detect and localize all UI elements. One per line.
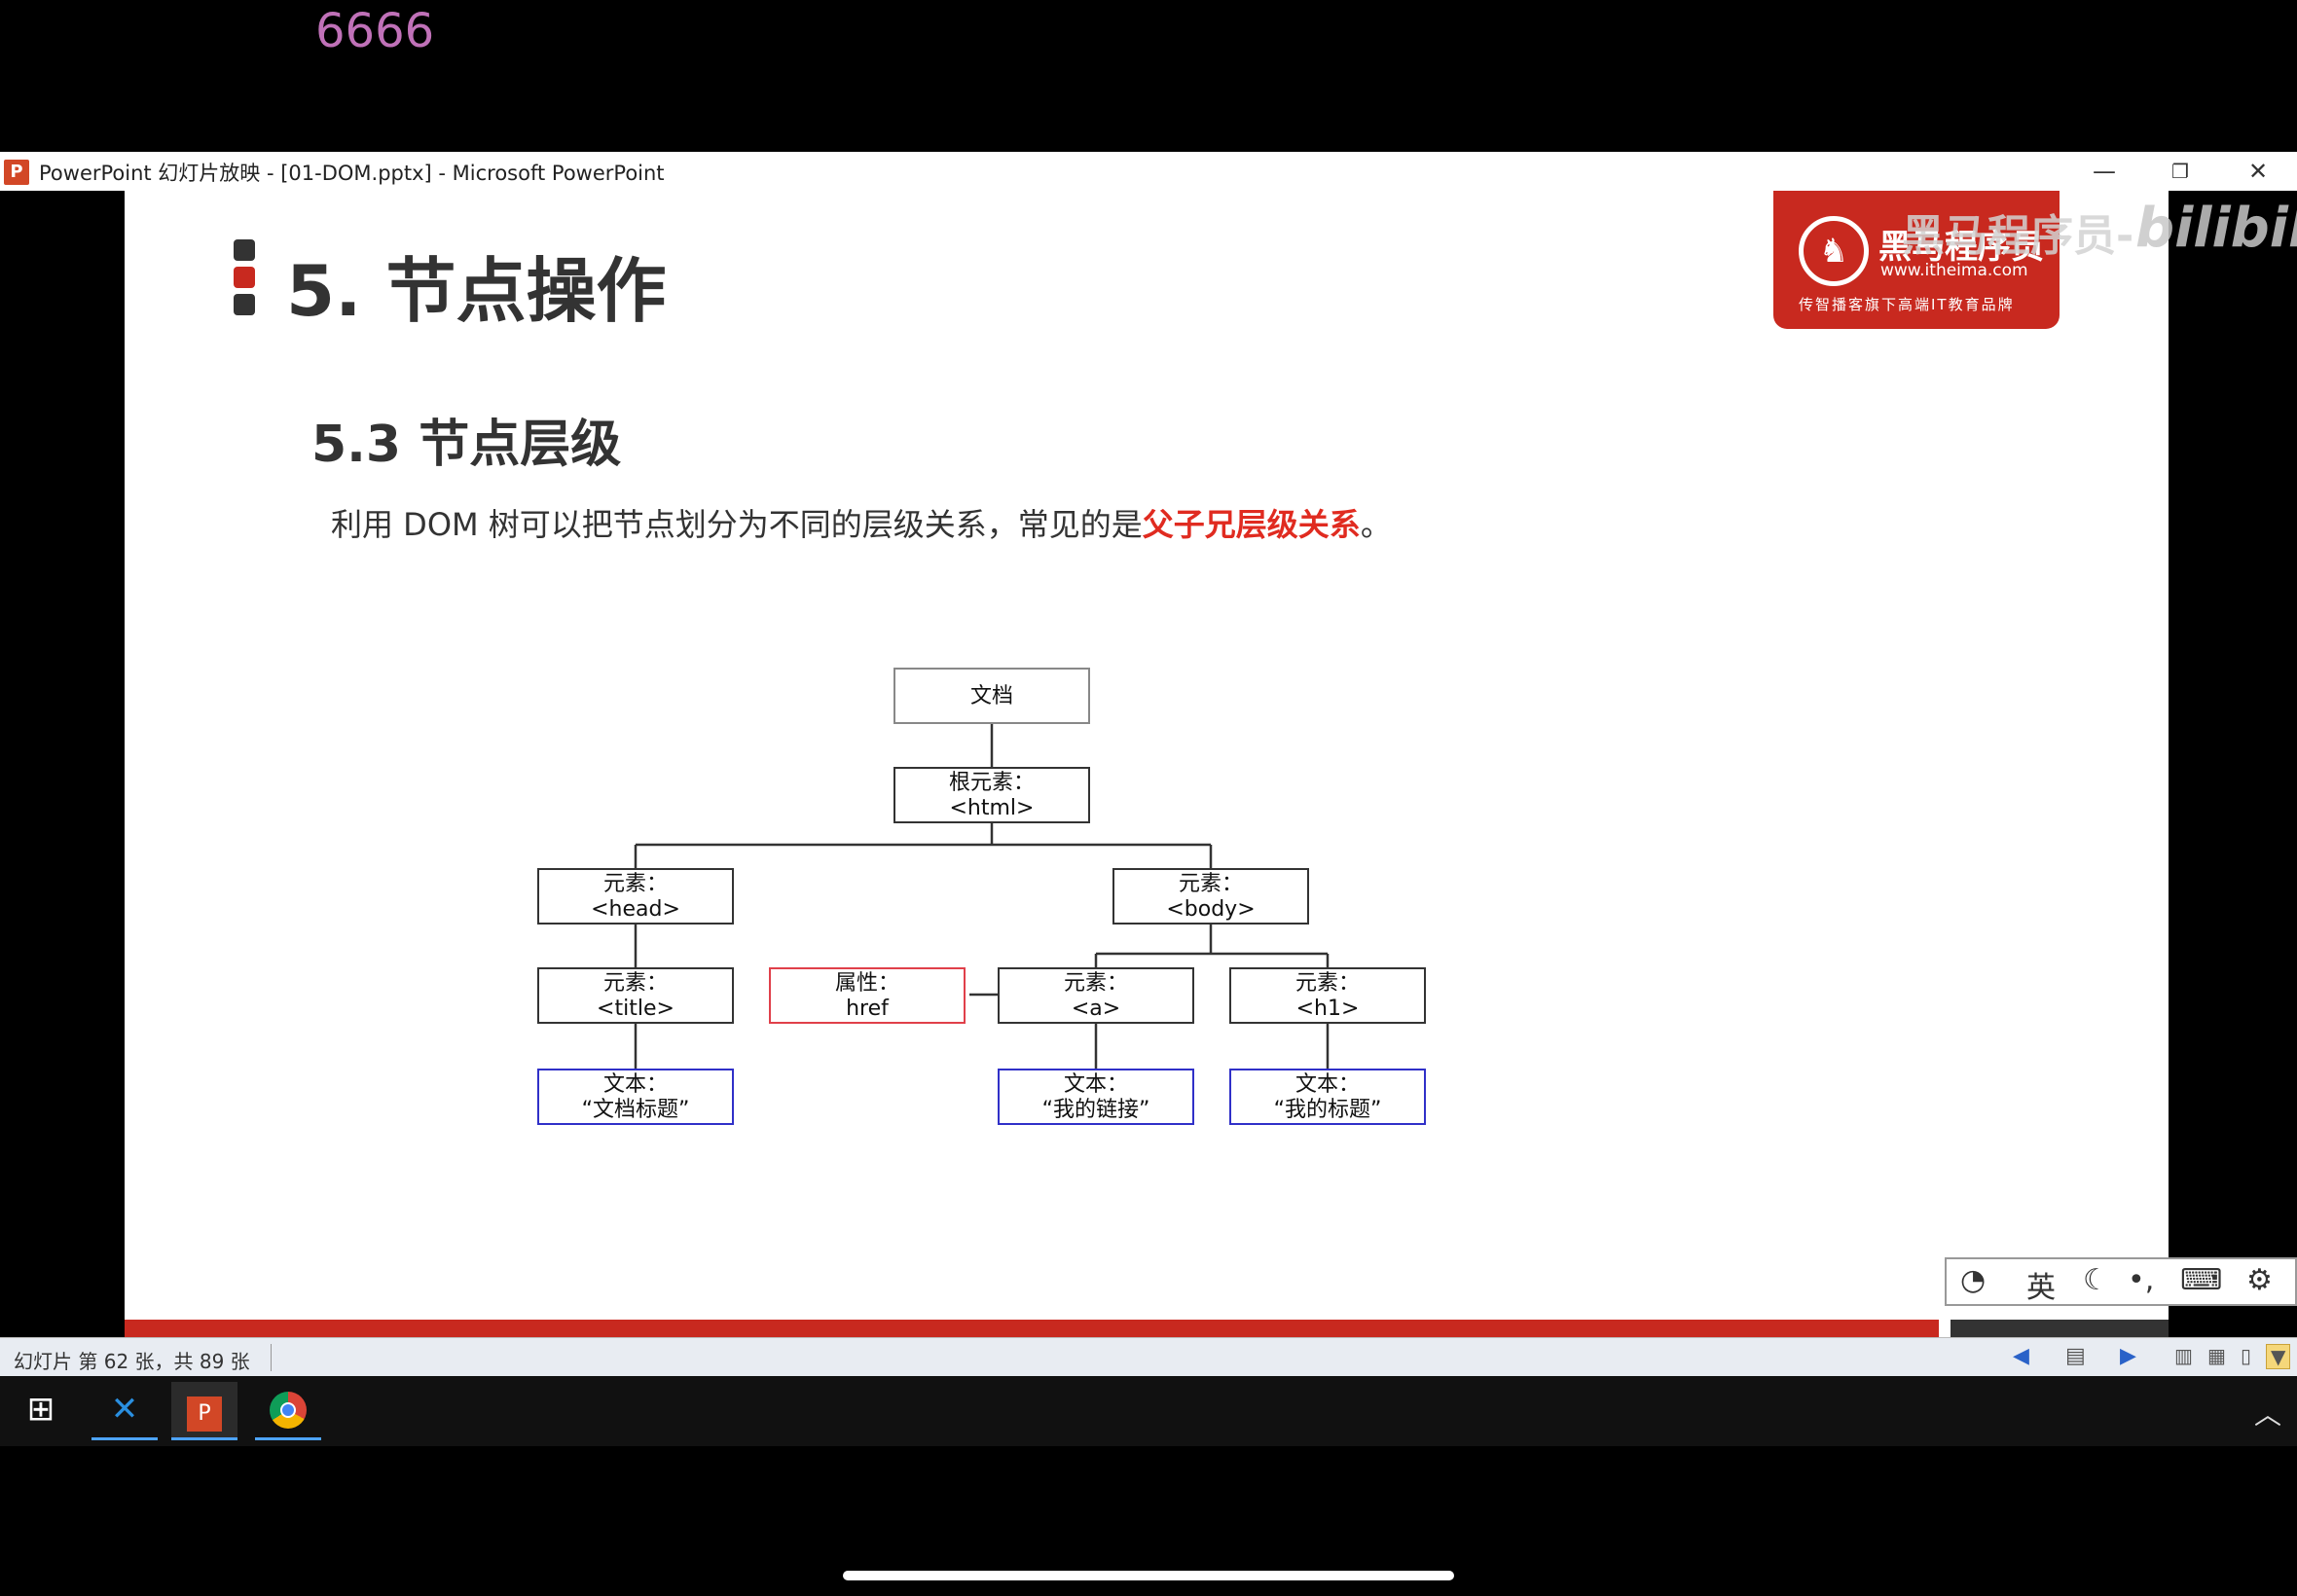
tree-node-text-heading: 文本： “我的标题” xyxy=(1229,1069,1426,1125)
bilibili-watermark: bilibili xyxy=(2135,197,2297,260)
window-titlebar: P PowerPoint 幻灯片放映 - [01-DOM.pptx] - Mic… xyxy=(0,152,2297,191)
window-title: PowerPoint 幻灯片放映 - [01-DOM.pptx] - Micro… xyxy=(39,162,665,185)
tray-expand-icon[interactable]: ︿ xyxy=(2254,1398,2282,1431)
node-tag: <a> xyxy=(1071,997,1121,1021)
chrome-icon[interactable] xyxy=(255,1382,321,1440)
node-label: 文档 xyxy=(969,684,1013,708)
node-text: “文档标题” xyxy=(581,1098,690,1122)
heading-marker-top xyxy=(234,239,255,261)
node-text: “我的链接” xyxy=(1041,1098,1150,1122)
punctuation-icon[interactable]: •, xyxy=(2128,1263,2155,1297)
node-label: 元素： xyxy=(602,872,668,896)
normal-view-icon[interactable]: ▥ xyxy=(2174,1344,2193,1367)
next-slide-icon[interactable]: ▶ xyxy=(2120,1344,2136,1368)
logo-tagline: 传智播客旗下高端IT教育品牌 xyxy=(1799,296,2015,313)
slideshow-view-icon[interactable]: ▼ xyxy=(2266,1344,2291,1369)
node-label: 元素： xyxy=(1063,971,1128,996)
heading-marker-mid xyxy=(234,267,255,288)
logo-brand: 黑马程序员 xyxy=(1878,228,2044,267)
taskbar: ⊞ ✕ P ︿ xyxy=(0,1376,2297,1446)
powerpoint-taskbar-icon[interactable]: P xyxy=(171,1382,237,1440)
slide-footer-bar-dark xyxy=(1951,1320,2169,1337)
slideshow-area: 5. 节点操作 5.3 节点层级 利用 DOM 树可以把节点划分为不同的层级关系… xyxy=(0,191,2297,1337)
ime-toolbar: ◔ 英 ☾ •, ⌨ ⚙ xyxy=(1945,1257,2297,1306)
desc-highlight: 父子兄层级关系 xyxy=(1142,506,1361,543)
windows-start-icon[interactable]: ⊞ xyxy=(26,1390,55,1429)
node-tag: <title> xyxy=(597,997,675,1021)
slide-subheading: 5.3 节点层级 xyxy=(311,416,622,474)
desc-suffix: 。 xyxy=(1360,506,1392,543)
node-tag: <head> xyxy=(591,897,680,922)
node-tag: <body> xyxy=(1166,897,1256,922)
statusbar: 幻灯片 第 62 张，共 89 张 ◀ ▤ ▶ ▥ ▦ ▯ ▼ xyxy=(0,1337,2297,1376)
node-label: 文本： xyxy=(1294,1072,1360,1097)
node-label: 元素： xyxy=(1294,971,1360,996)
tree-node-title: 元素： <title> xyxy=(537,967,734,1024)
keyboard-icon[interactable]: ⌨ xyxy=(2180,1263,2223,1297)
minimize-button[interactable]: — xyxy=(2093,158,2116,185)
tree-node-h1: 元素： <h1> xyxy=(1229,967,1426,1024)
powerpoint-app-icon: P xyxy=(4,160,29,185)
tree-node-attribute-href: 属性： href xyxy=(769,967,966,1024)
node-label: 根元素： xyxy=(948,771,1035,795)
vscode-icon[interactable]: ✕ xyxy=(91,1382,158,1440)
logo-site: www.itheima.com xyxy=(1880,261,2028,280)
horse-logo-icon: ♞ xyxy=(1799,216,1869,286)
itheima-logo: ♞ 黑马程序员 www.itheima.com 传智播客旗下高端IT教育品牌 xyxy=(1773,191,2060,329)
slide-footer-bar xyxy=(125,1320,1939,1337)
desc-prefix: 利用 DOM 树可以把节点划分为不同的层级关系，常见的是 xyxy=(331,506,1143,543)
home-indicator[interactable] xyxy=(843,1571,1454,1580)
restore-button[interactable]: ❐ xyxy=(2171,160,2189,183)
moon-icon[interactable]: ☾ xyxy=(2083,1263,2109,1297)
node-text: “我的标题” xyxy=(1273,1098,1382,1122)
close-button[interactable]: ✕ xyxy=(2247,158,2269,185)
node-label: 文本： xyxy=(602,1072,668,1097)
node-label: 元素： xyxy=(1178,872,1243,896)
slide-heading: 5. 节点操作 xyxy=(286,250,667,332)
ime-logo-icon[interactable]: ◔ xyxy=(1960,1263,1987,1297)
overlay-counter: 6666 xyxy=(315,4,435,58)
gear-icon[interactable]: ⚙ xyxy=(2246,1263,2273,1297)
ime-mode-toggle[interactable]: 英 xyxy=(2026,1271,2056,1305)
tree-node-body: 元素： <body> xyxy=(1112,868,1309,925)
tree-node-document: 文档 xyxy=(893,668,1090,724)
node-tag: href xyxy=(846,997,889,1021)
slide-counter: 幻灯片 第 62 张，共 89 张 xyxy=(14,1350,250,1373)
tree-node-html: 根元素： <html> xyxy=(893,767,1090,823)
heading-marker-bottom xyxy=(234,294,255,315)
node-label: 文本： xyxy=(1063,1072,1128,1097)
node-label: 元素： xyxy=(602,971,668,996)
watermark-text: 黑马程序员- xyxy=(1902,211,2134,261)
node-label: 属性： xyxy=(834,971,899,996)
tree-node-head: 元素： <head> xyxy=(537,868,734,925)
tree-node-text-title: 文本： “文档标题” xyxy=(537,1069,734,1125)
slide-description: 利用 DOM 树可以把节点划分为不同的层级关系，常见的是父子兄层级关系。 xyxy=(331,500,1392,545)
tree-node-text-link: 文本： “我的链接” xyxy=(998,1069,1194,1125)
slide-sorter-icon[interactable]: ▦ xyxy=(2207,1344,2226,1367)
previous-slide-icon[interactable]: ◀ xyxy=(2013,1344,2029,1368)
tree-node-a: 元素： <a> xyxy=(998,967,1194,1024)
statusbar-divider xyxy=(271,1344,272,1371)
reading-view-icon[interactable]: ▯ xyxy=(2241,1344,2252,1367)
dom-tree-connectors xyxy=(634,722,1330,1069)
node-tag: <h1> xyxy=(1295,997,1360,1021)
slide[interactable]: 5. 节点操作 5.3 节点层级 利用 DOM 树可以把节点划分为不同的层级关系… xyxy=(125,191,2169,1337)
node-tag: <html> xyxy=(949,796,1035,820)
notes-icon[interactable]: ▤ xyxy=(2065,1344,2086,1368)
